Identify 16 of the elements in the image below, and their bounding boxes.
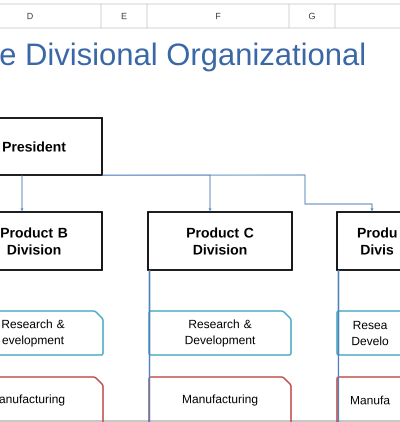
department-box: Resea Develo bbox=[336, 310, 400, 356]
division-box: Product B Division bbox=[0, 211, 103, 271]
division-box: Produ Divis bbox=[336, 211, 400, 271]
division-box: Product C Division bbox=[147, 211, 293, 271]
department-box: Research & evelopment bbox=[0, 310, 104, 356]
department-box: Manufa bbox=[336, 376, 400, 422]
column-header: F bbox=[216, 12, 220, 20]
connector bbox=[338, 270, 340, 422]
connector bbox=[148, 270, 150, 422]
president-box: President bbox=[0, 117, 103, 176]
department-box: Research & Development bbox=[148, 310, 292, 356]
column-header: G bbox=[308, 12, 315, 20]
column-header: E bbox=[122, 12, 127, 20]
column-header: D bbox=[28, 12, 33, 20]
department-box: Manufacturing bbox=[148, 376, 292, 422]
title: e Divisional Organizational bbox=[0, 42, 364, 72]
